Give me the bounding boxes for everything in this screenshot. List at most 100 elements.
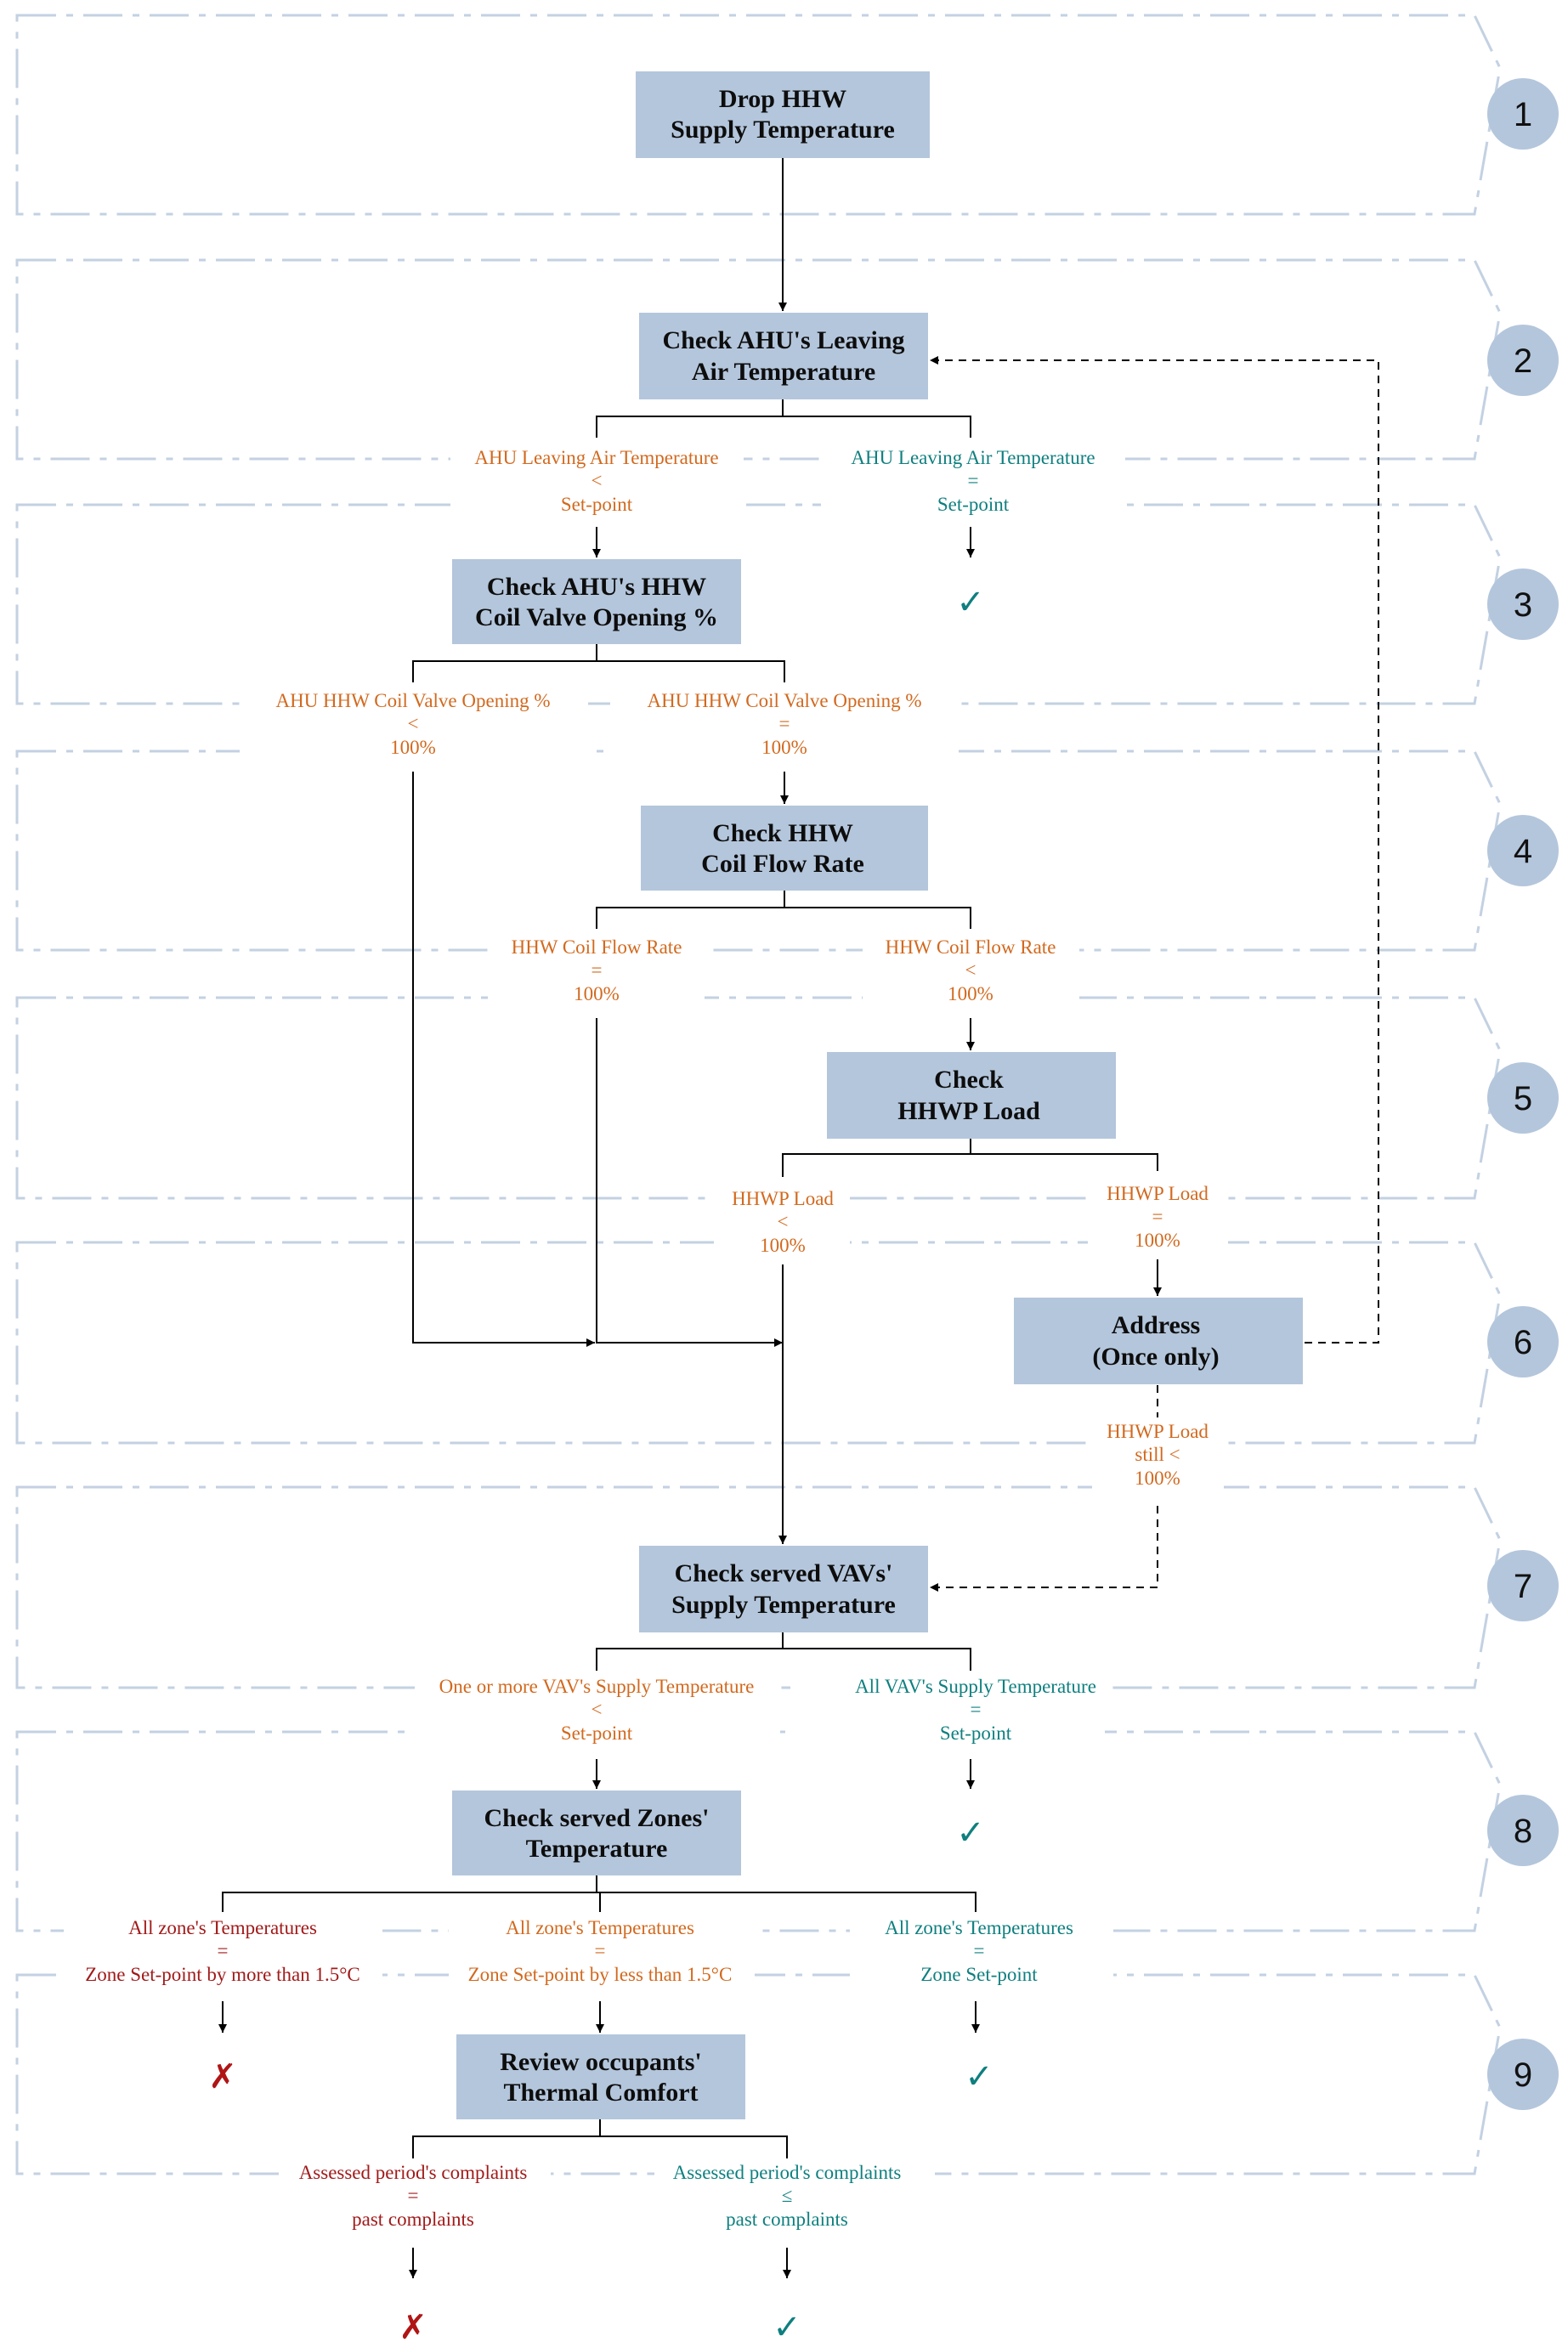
step-band-4 <box>15 750 1502 952</box>
box-line-2: Temperature <box>526 1835 668 1863</box>
condition-line: 100% <box>761 737 807 758</box>
box-line-1: Check served Zones' <box>484 1804 710 1832</box>
step-band-5 <box>15 996 1502 1200</box>
step-circle-4: 4 <box>1487 815 1559 886</box>
condition-valve-equal: AHU HHW Coil Valve Opening % = 100% <box>647 690 921 758</box>
box-line-1: Check served VAVs' <box>675 1559 893 1587</box>
step-band-2 <box>15 258 1502 461</box>
step-circle-6: 6 <box>1487 1306 1559 1377</box>
condition-line: < <box>592 1699 603 1720</box>
condition-line: HHWP Load <box>1107 1421 1209 1442</box>
condition-flow-less: HHW Coil Flow Rate < 100% <box>886 936 1056 1004</box>
condition-load-still-less: HHWP Load still < 100% <box>1107 1421 1209 1489</box>
check-mark-icon: ✓ <box>956 583 985 621</box>
box-line-1: Drop HHW <box>719 85 846 113</box>
box-line-1: Check AHU's Leaving <box>662 326 904 354</box>
step-band-1 <box>15 14 1502 216</box>
condition-line: Zone Set-point <box>920 1964 1038 1985</box>
box-check-ahu-leaving-air: Check AHU's Leaving Air Temperature <box>639 313 928 399</box>
condition-line: < <box>592 470 603 491</box>
outcome-marks: ✓ ✓ ✗ ✓ ✗ ✓ <box>208 583 993 2342</box>
condition-line: past complaints <box>726 2209 848 2230</box>
condition-vav-less: One or more VAV's Supply Temperature < S… <box>439 1676 755 1744</box>
condition-line: = <box>779 713 790 734</box>
condition-line: Assessed period's complaints <box>673 2162 902 2183</box>
condition-line: = <box>408 2185 419 2206</box>
step-circle-2: 2 <box>1487 325 1559 396</box>
condition-line: AHU HHW Coil Valve Opening % <box>647 690 921 711</box>
box-line-2: Coil Valve Opening % <box>475 603 718 631</box>
step-band-8 <box>15 1730 1502 1932</box>
condition-line: past complaints <box>352 2209 474 2230</box>
condition-line: = <box>218 1940 229 1961</box>
condition-line: = <box>971 1699 982 1720</box>
condition-vav-equal: All VAV's Supply Temperature = Set-point <box>855 1676 1096 1744</box>
condition-line: < <box>408 713 419 734</box>
box-line-1: Address <box>1112 1311 1200 1339</box>
step-number: 1 <box>1514 96 1532 133</box>
condition-line: 100% <box>1135 1230 1180 1251</box>
box-line-2: Supply Temperature <box>671 116 895 144</box>
condition-line: All VAV's Supply Temperature <box>855 1676 1096 1697</box>
condition-line: = <box>592 959 603 981</box>
condition-line: 100% <box>1135 1468 1180 1489</box>
condition-line: < <box>965 959 976 981</box>
check-mark-icon: ✓ <box>773 2308 801 2342</box>
check-mark-icon: ✓ <box>965 2057 993 2096</box>
check-mark-icon: ✓ <box>956 1813 985 1852</box>
box-line-1: Review occupants' <box>500 2048 701 2076</box>
condition-line: = <box>1152 1206 1163 1227</box>
condition-line: AHU HHW Coil Valve Opening % <box>275 690 550 711</box>
condition-line: Set-point <box>937 494 1010 515</box>
condition-line: 100% <box>948 983 993 1004</box>
condition-line: Set-point <box>940 1723 1012 1744</box>
condition-line: Zone Set-point by more than 1.5°C <box>85 1964 359 1985</box>
condition-line: Set-point <box>561 494 633 515</box>
condition-flow-equal: HHW Coil Flow Rate = 100% <box>512 936 682 1004</box>
step-band-3 <box>15 503 1502 705</box>
condition-line: = <box>974 1940 985 1961</box>
cross-mark-icon: ✗ <box>399 2308 427 2342</box>
box-line-2: Thermal Comfort <box>503 2079 698 2107</box>
box-line-1: Check AHU's HHW <box>487 573 706 601</box>
condition-line: 100% <box>390 737 436 758</box>
step-circles: 1 2 3 4 5 6 7 8 9 <box>1487 78 1559 2110</box>
box-check-hhw-flow: Check HHW Coil Flow Rate <box>641 806 928 891</box>
step-number: 6 <box>1514 1324 1532 1361</box>
box-check-hhwp-load: Check HHWP Load <box>827 1052 1116 1139</box>
condition-line: ≤ <box>782 2185 793 2206</box>
condition-line: Set-point <box>561 1723 633 1744</box>
box-line-2: Supply Temperature <box>671 1591 896 1619</box>
condition-line: = <box>968 470 979 491</box>
cross-mark-icon: ✗ <box>208 2057 237 2096</box>
box-line-1: Check <box>934 1066 1004 1094</box>
step-circle-8: 8 <box>1487 1795 1559 1866</box>
step-circle-7: 7 <box>1487 1550 1559 1621</box>
box-review-thermal-comfort: Review occupants' Thermal Comfort <box>456 2034 745 2119</box>
step-number: 7 <box>1514 1568 1532 1605</box>
box-line-2: (Once only) <box>1092 1343 1219 1371</box>
box-check-vav-supply: Check served VAVs' Supply Temperature <box>639 1546 928 1632</box>
condition-line: < <box>778 1211 789 1232</box>
condition-zone-more: All zone's Temperatures = Zone Set-point… <box>85 1917 359 1985</box>
condition-line: AHU Leaving Air Temperature <box>474 447 718 468</box>
box-check-zones-temp: Check served Zones' Temperature <box>452 1790 741 1875</box>
condition-line: AHU Leaving Air Temperature <box>851 447 1095 468</box>
condition-valve-less: AHU HHW Coil Valve Opening % < 100% <box>275 690 550 758</box>
box-line-2: Air Temperature <box>692 358 875 386</box>
condition-line: HHW Coil Flow Rate <box>512 936 682 958</box>
condition-line: HHWP Load <box>1107 1183 1209 1204</box>
step-circle-3: 3 <box>1487 569 1559 640</box>
condition-line: All zone's Temperatures <box>885 1917 1073 1938</box>
condition-zone-less: All zone's Temperatures = Zone Set-point… <box>468 1917 733 1985</box>
box-address-once: Address (Once only) <box>1014 1298 1303 1384</box>
step-band-7 <box>15 1485 1502 1689</box>
condition-complaints-equal: Assessed period's complaints = past comp… <box>299 2162 528 2230</box>
condition-line: HHW Coil Flow Rate <box>886 936 1056 958</box>
condition-line: 100% <box>574 983 620 1004</box>
condition-line: All zone's Temperatures <box>506 1917 694 1938</box>
condition-line: 100% <box>760 1235 806 1256</box>
condition-ahu-lat-equal: AHU Leaving Air Temperature = Set-point <box>851 447 1095 515</box>
condition-load-less: HHWP Load < 100% <box>732 1188 834 1256</box>
condition-line: still < <box>1135 1444 1180 1465</box>
